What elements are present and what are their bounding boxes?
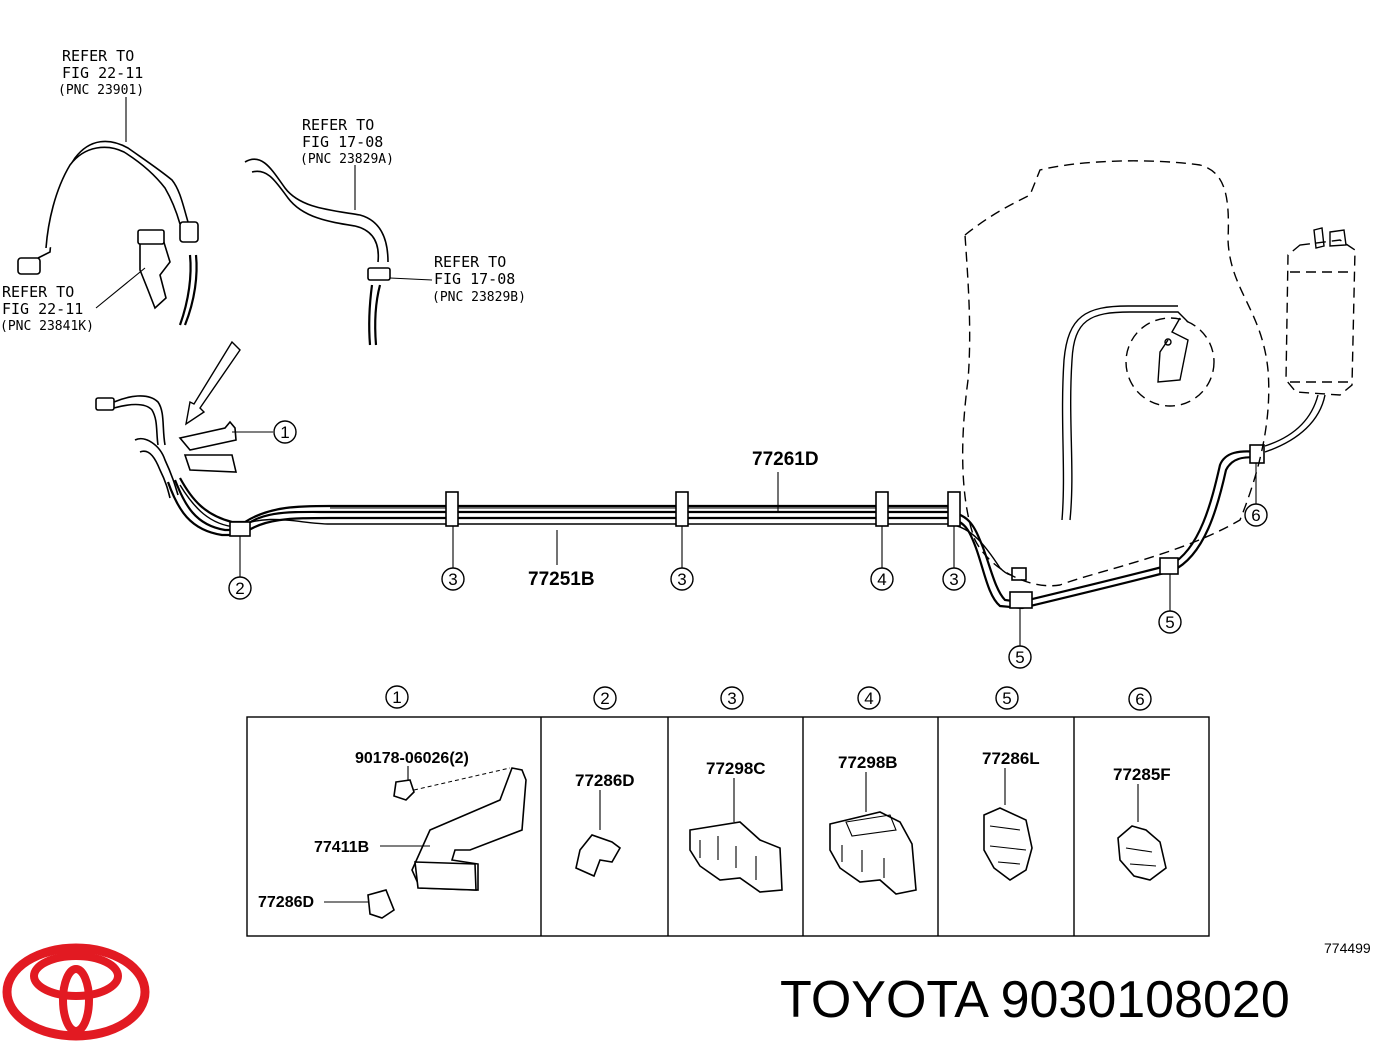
table-header-4: 4 <box>857 686 881 710</box>
table-header-6: 6 <box>1128 687 1152 711</box>
svg-text:REFER TO: REFER TO <box>434 253 506 271</box>
callout-6: 6 <box>1244 463 1268 527</box>
ref-label-23901: REFER TO FIG 22-11 (PNC 23901) <box>58 47 144 98</box>
part-90178-06026: 90178-06026(2) <box>355 750 469 767</box>
hose-23829a <box>244 158 433 346</box>
callout-5-b: 5 <box>1158 574 1182 634</box>
main-pipe-run <box>166 444 1265 610</box>
svg-text:(PNC 23841K): (PNC 23841K) <box>0 319 94 334</box>
svg-text:(PNC 23901): (PNC 23901) <box>58 83 144 98</box>
parts-table: 1 2 3 4 5 6 90178-06026(2) 77411B <box>246 685 1210 937</box>
svg-text:3: 3 <box>949 570 958 589</box>
ref-label-23829a: REFER TO FIG 17-08 (PNC 23829A) <box>300 116 394 167</box>
canister-outline <box>1264 227 1356 453</box>
svg-text:4: 4 <box>864 689 873 708</box>
ref-label-23841k: REFER TO FIG 22-11 (PNC 23841K) <box>0 283 94 334</box>
table-header-5: 5 <box>995 686 1019 710</box>
part-77298b: 77298B <box>838 753 898 772</box>
svg-text:2: 2 <box>600 689 609 708</box>
svg-text:6: 6 <box>1135 690 1144 709</box>
svg-text:5: 5 <box>1015 648 1024 667</box>
left-bracket-assembly <box>95 395 273 499</box>
callout-3-a: 3 <box>441 526 465 591</box>
part-77286l: 77286L <box>982 749 1040 768</box>
table-header-2: 2 <box>593 686 617 710</box>
label-77261d: 77261D <box>752 449 819 470</box>
ref-label-23829b: REFER TO FIG 17-08 (PNC 23829B) <box>432 253 526 305</box>
svg-text:3: 3 <box>448 570 457 589</box>
svg-text:REFER TO: REFER TO <box>62 47 134 65</box>
svg-text:FIG 22-11: FIG 22-11 <box>62 64 143 82</box>
hose-assembly-23901 <box>17 97 199 326</box>
callout-1: 1 <box>273 420 297 444</box>
svg-text:5: 5 <box>1165 613 1174 632</box>
svg-text:6: 6 <box>1251 506 1260 525</box>
svg-text:REFER TO: REFER TO <box>302 116 374 134</box>
part-77285f: 77285F <box>1113 765 1171 784</box>
table-header-3: 3 <box>720 686 744 710</box>
fuel-tank-outline <box>962 160 1270 587</box>
part-77286d-2: 77286D <box>575 771 635 790</box>
svg-text:5: 5 <box>1002 689 1011 708</box>
toyota-logo <box>2 943 150 1041</box>
diagram-id: 774499 <box>1324 940 1371 956</box>
svg-text:3: 3 <box>727 689 736 708</box>
direction-arrow <box>185 340 241 426</box>
callout-2: 2 <box>228 536 252 600</box>
label-77251b: 77251B <box>528 569 595 590</box>
svg-text:FIG 22-11: FIG 22-11 <box>2 300 83 318</box>
callout-5-a: 5 <box>1008 608 1032 669</box>
svg-text:REFER TO: REFER TO <box>2 283 74 301</box>
svg-text:3: 3 <box>677 570 686 589</box>
svg-text:2: 2 <box>235 579 244 598</box>
svg-text:FIG 17-08: FIG 17-08 <box>434 270 515 288</box>
svg-text:(PNC 23829A): (PNC 23829A) <box>300 152 394 167</box>
part-77286d-1: 77286D <box>258 894 314 911</box>
callout-4: 4 <box>870 526 894 591</box>
table-header-1: 1 <box>385 685 409 709</box>
svg-text:FIG 17-08: FIG 17-08 <box>302 133 383 151</box>
callout-3-b: 3 <box>670 526 694 591</box>
part-number-title: TOYOTA 9030108020 <box>780 971 1290 1029</box>
callout-3-c: 3 <box>942 526 966 591</box>
part-77298c: 77298C <box>706 759 766 778</box>
svg-text:4: 4 <box>877 570 886 589</box>
svg-text:1: 1 <box>392 688 401 707</box>
part-77411b: 77411B <box>314 839 369 856</box>
svg-text:1: 1 <box>280 423 289 442</box>
svg-text:(PNC 23829B): (PNC 23829B) <box>432 290 526 305</box>
